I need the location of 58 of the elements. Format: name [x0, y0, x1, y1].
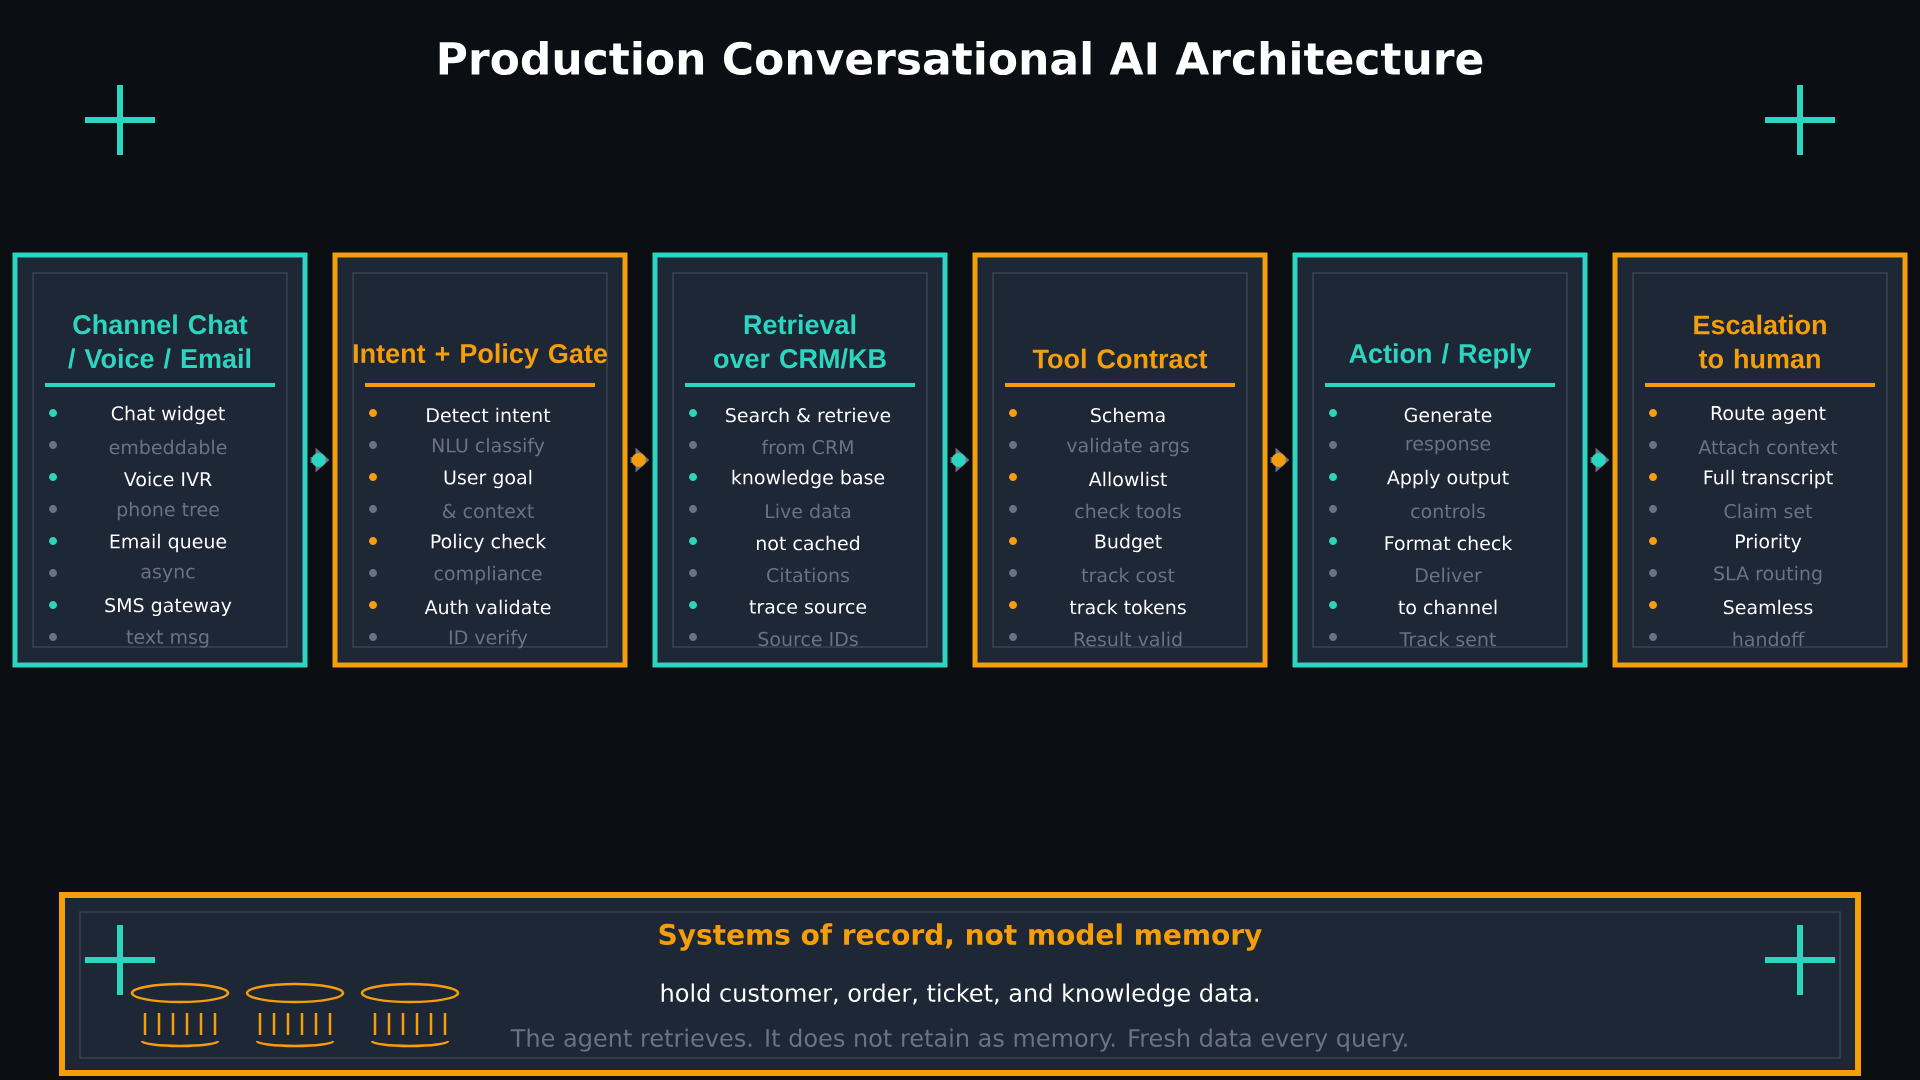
- bullet-item: Email queue: [49, 533, 227, 553]
- bullet-item: phone tree: [49, 501, 219, 521]
- bullet-item: & context: [369, 503, 534, 519]
- bullet-item: Voice IVR: [49, 471, 212, 487]
- bullet-item: Allowlist: [1009, 471, 1167, 487]
- bullet-item: Track sent: [1329, 631, 1496, 647]
- bullet-item: async: [49, 567, 195, 583]
- bullet-item: Deliver: [1329, 567, 1482, 583]
- stage-title: Tool Contract: [1032, 348, 1208, 369]
- bullet-item: handoff: [1649, 631, 1805, 647]
- stage-title: Escalation to human: [1694, 314, 1826, 369]
- bullet-item: from CRM: [689, 439, 853, 455]
- bullet-item: Result valid: [1009, 631, 1182, 647]
- bullet-item: controls: [1329, 503, 1485, 519]
- bullet-item: Generate: [1329, 407, 1492, 423]
- panel-text: The agent retrieves. It does not retain as memory. Fresh data every query.: [510, 1028, 1407, 1052]
- panel-heading: Systems of record, not model memory: [659, 923, 1262, 951]
- panel-text: hold customer, order, ticket, and knowledge data.: [661, 983, 1258, 1007]
- page-title: Production Conversational AI Architecture: [439, 41, 1483, 76]
- stage-title: Retrieval over CRM/KB: [714, 314, 886, 369]
- bullet-item: Citations: [689, 567, 850, 583]
- stage-title: Intent + Policy Gate: [353, 343, 607, 369]
- bullet-item: to channel: [1329, 599, 1497, 615]
- bullet-item: Priority: [1649, 533, 1802, 553]
- bullet-item: SMS gateway: [49, 598, 232, 617]
- bullet-item: ID verify: [369, 629, 528, 649]
- bullet-item: Schema: [1009, 407, 1165, 423]
- bullet-item: Auth validate: [369, 599, 551, 615]
- bullet-item: Budget: [1009, 533, 1162, 553]
- bullet-item: embeddable: [49, 439, 227, 455]
- bullet-item: Search & retrieve: [689, 407, 891, 423]
- bullet-item: Apply output: [1329, 469, 1509, 489]
- bullet-item: trace source: [689, 600, 867, 614]
- bullet-item: track tokens: [1009, 599, 1186, 615]
- bullet-item: User goal: [369, 469, 532, 489]
- bullet-item: Route agent: [1649, 406, 1826, 424]
- bullet-item: track cost: [1009, 567, 1175, 583]
- bullet-item: knowledge base: [689, 469, 885, 489]
- bullet-item: Live data: [689, 503, 851, 519]
- bullet-item: Claim set: [1649, 503, 1813, 519]
- bullet-item: NLU classify: [369, 437, 545, 457]
- stage-title: Channel Chat / Voice / Email: [68, 314, 251, 369]
- bullet-item: compliance: [369, 565, 542, 585]
- bullet-item: SLA routing: [1649, 565, 1822, 585]
- bullet-item: not cached: [689, 535, 860, 551]
- bullet-item: text msg: [49, 630, 209, 648]
- stage-title: Action / Reply: [1349, 343, 1532, 369]
- bullet-item: validate args: [1009, 437, 1189, 457]
- bullet-item: Attach context: [1649, 439, 1838, 455]
- bullet-item: Source IDs: [689, 631, 858, 647]
- bullet-item: Detect intent: [369, 407, 551, 423]
- bullet-item: Seamless: [1649, 599, 1813, 615]
- bullet-item: response: [1329, 439, 1491, 455]
- bullet-item: Format check: [1329, 535, 1513, 551]
- bullet-item: Policy check: [369, 533, 547, 553]
- bullet-item: check tools: [1009, 503, 1181, 519]
- bullet-item: Chat widget: [49, 405, 225, 425]
- bullet-item: Full transcript: [1649, 469, 1833, 489]
